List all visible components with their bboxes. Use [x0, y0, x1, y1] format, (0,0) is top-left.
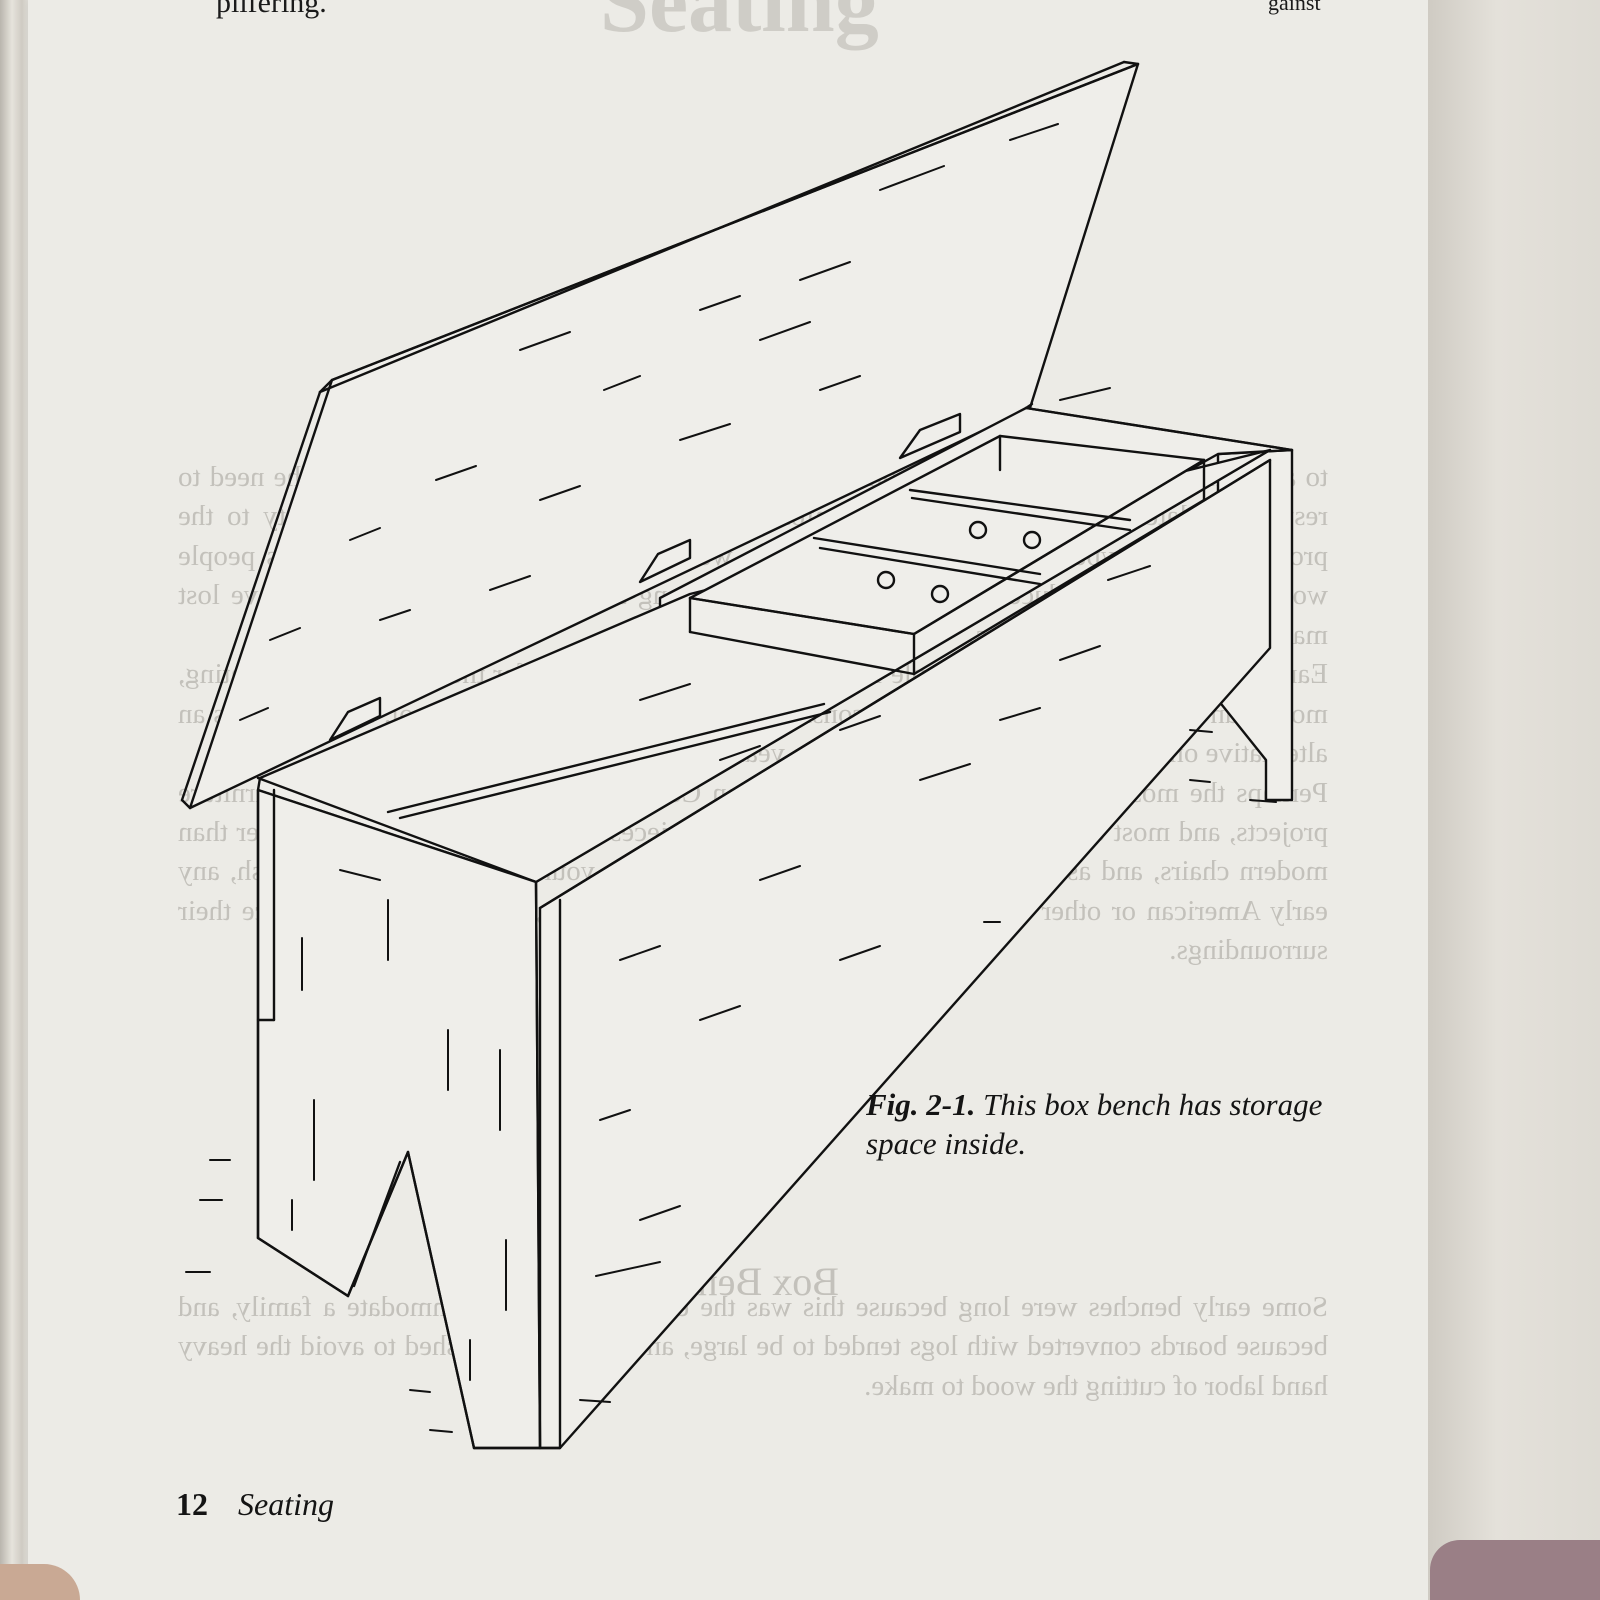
section-title: Seating — [238, 1486, 334, 1522]
running-text-fragment-left: pilfering. — [216, 0, 327, 19]
book-cover-corner — [1430, 1540, 1600, 1600]
dowel-peg — [1022, 530, 1042, 550]
figure-caption: Fig. 2-1. This box bench has storage spa… — [866, 1085, 1346, 1163]
hinge — [638, 538, 692, 584]
bench-left-end — [256, 788, 542, 1450]
dowel-peg — [930, 584, 950, 604]
hinge — [328, 696, 382, 742]
dowel-peg — [876, 570, 896, 590]
figure-caption-text: This box bench has storage space inside. — [866, 1087, 1323, 1162]
page-footer: 12 Seating — [176, 1486, 334, 1523]
figure-label: Fig. 2-1. — [866, 1087, 976, 1122]
dowel-peg — [968, 520, 988, 540]
show-through-heading: Seating — [600, 0, 879, 51]
hinge — [898, 412, 962, 460]
page-number: 12 — [176, 1486, 208, 1522]
running-text-fragment-right: gainst — [1268, 0, 1321, 15]
facing-page-edge — [1428, 0, 1600, 1600]
